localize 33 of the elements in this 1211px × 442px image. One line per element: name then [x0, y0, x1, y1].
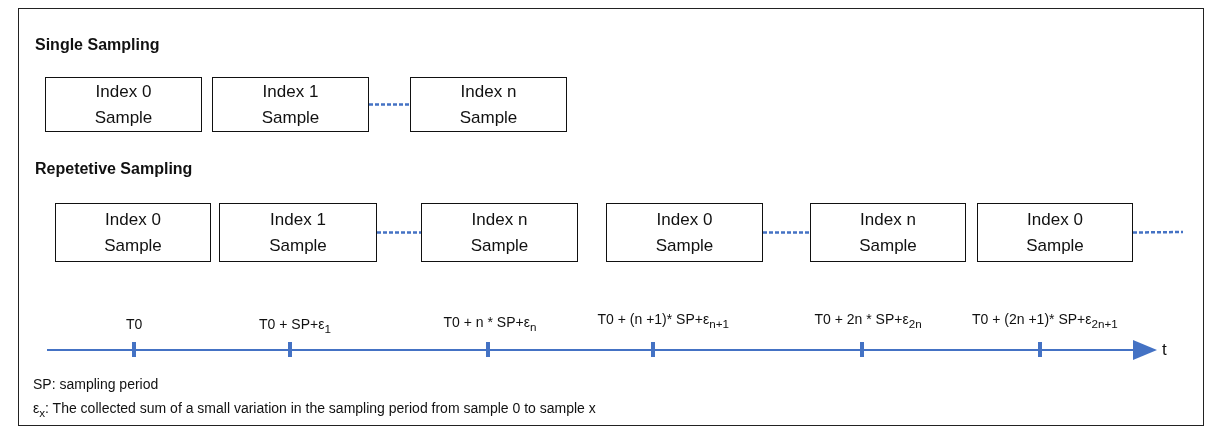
box-label: Index 0 Sample [103, 208, 163, 257]
sample-box [55, 203, 211, 262]
section-heading: Repetetive Sampling [35, 160, 193, 178]
time-label: T0 + n * SP+ε$_{n}$ [443, 314, 537, 333]
sample-box [606, 203, 763, 262]
time-label: T0 + SP+ε$_{1}$ [259, 316, 331, 335]
time-label: T0 + (n +1)* SP+ε$_{n+1}$ [597, 311, 729, 330]
sample-box [410, 77, 567, 132]
sample-box [219, 203, 377, 262]
note: ε$_{x}$: The collected sum of a small variation in the sampling period from sample 0 to sample x [33, 400, 596, 419]
dotted-connector [1133, 230, 1183, 234]
sample-box [977, 203, 1133, 262]
sample-box [45, 77, 202, 132]
box-label: Index 1 Sample [260, 80, 321, 129]
dotted-connector [369, 103, 410, 106]
sample-box [212, 77, 369, 132]
box-label: Index 0 Sample [654, 208, 715, 257]
box-label: Index n Sample [458, 80, 519, 129]
box-label: Index n Sample [469, 208, 530, 257]
axis-label: t [1162, 340, 1167, 360]
dotted-connector [377, 231, 421, 234]
box-label: Index 0 Sample [93, 80, 154, 129]
box-label: Index n Sample [858, 208, 918, 257]
box-label: Index 0 Sample [1025, 208, 1085, 257]
note: SP: sampling period [33, 376, 159, 392]
time-label: T0 [126, 316, 143, 332]
section-heading: Single Sampling [35, 36, 160, 54]
time-label: T0 + (2n +1)* SP+ε$_{2n+1}$ [972, 311, 1118, 330]
time-label: T0 + 2n * SP+ε$_{2n}$ [814, 311, 922, 330]
sample-box [421, 203, 578, 262]
dotted-connector [763, 231, 810, 234]
sample-box [810, 203, 966, 262]
box-label: Index 1 Sample [268, 208, 328, 257]
